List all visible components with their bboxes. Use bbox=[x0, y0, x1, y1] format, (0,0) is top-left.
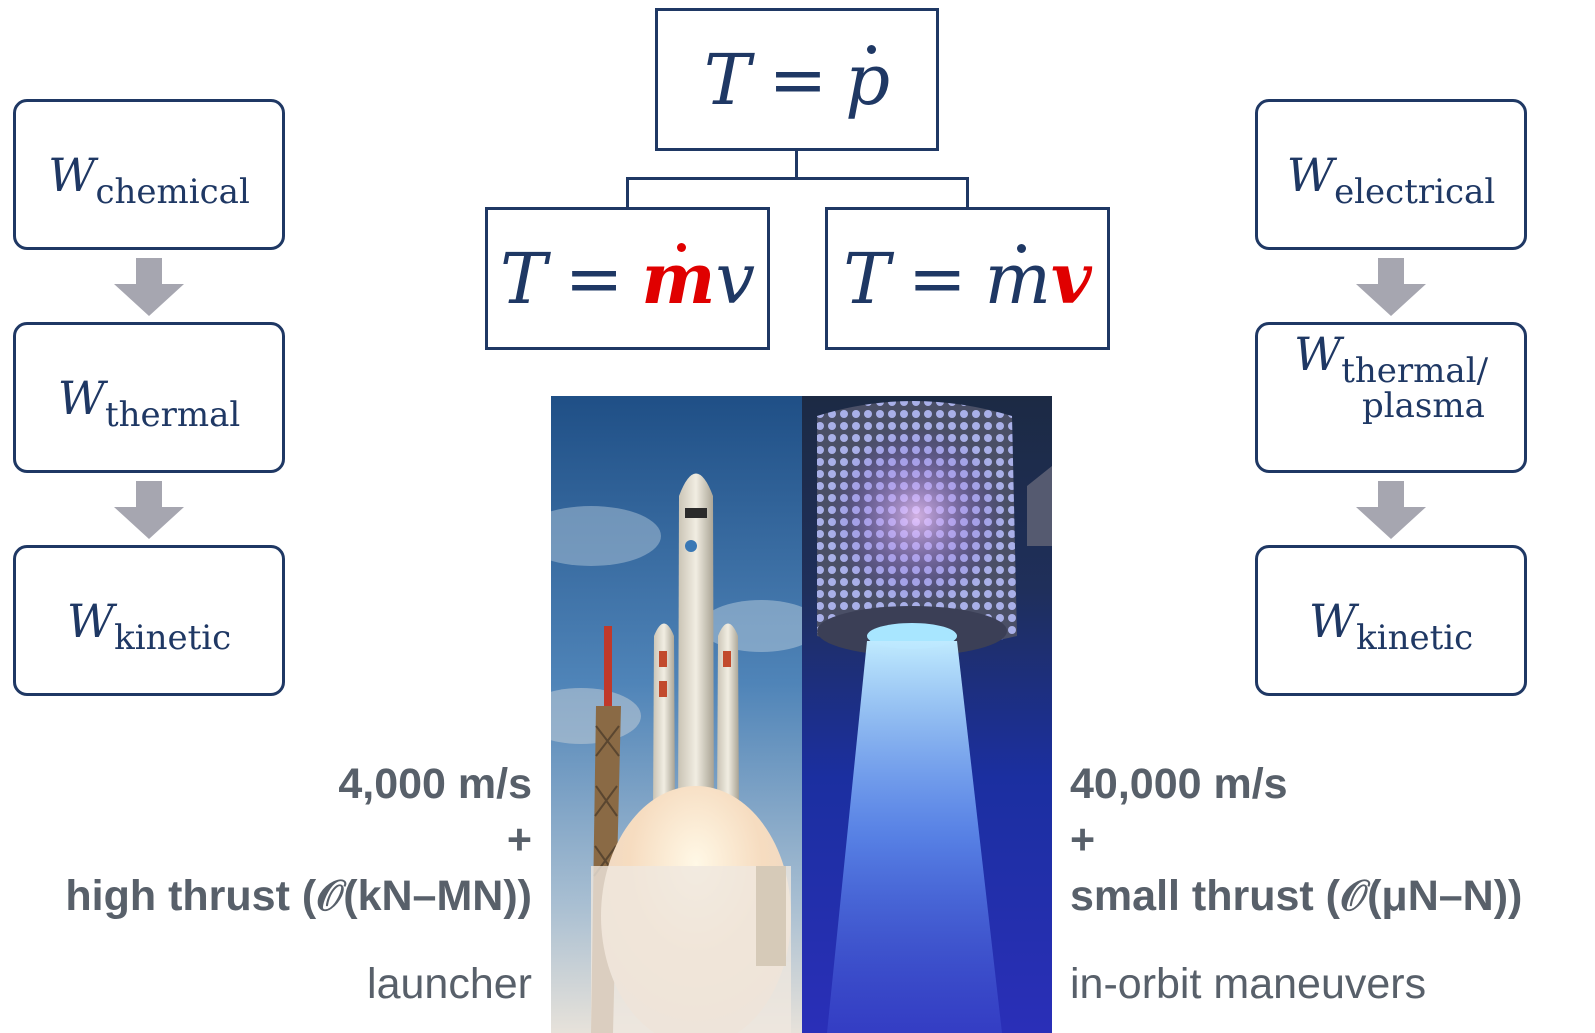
equation-right-op: = bbox=[907, 238, 967, 320]
right-plus-text: + bbox=[1070, 816, 1096, 864]
equation-left: T=mv bbox=[500, 237, 755, 320]
launcher-rocket-photo bbox=[551, 396, 802, 1033]
equation-right-lhs: T bbox=[843, 238, 890, 320]
left-velocity-text: 4,000 m/s bbox=[338, 760, 532, 808]
equation-left-mdot-highlighted: m bbox=[641, 237, 716, 320]
left-chain-label-kinetic: Wkinetic bbox=[66, 593, 231, 658]
equation-box-top: T=p bbox=[655, 8, 939, 151]
equation-right-v-highlighted: v bbox=[1051, 237, 1092, 320]
right-chain-box-thermal-plasma: Wthermal/ plasma bbox=[1255, 322, 1527, 473]
energy-symbol: W bbox=[1286, 147, 1335, 202]
equation-top-lhs: T bbox=[703, 38, 751, 121]
left-chain-label-thermal: Wthermal bbox=[57, 370, 241, 435]
energy-symbol: W bbox=[48, 147, 96, 202]
down-arrow-icon bbox=[1356, 481, 1426, 539]
tree-connector-horizontal bbox=[626, 177, 969, 180]
energy-subscript: chemical bbox=[95, 171, 250, 212]
right-thrust-text: small thrust (𝒪(μN–N)) bbox=[1070, 872, 1523, 920]
tree-connector-left-drop bbox=[626, 177, 629, 209]
energy-subscript: electrical bbox=[1334, 171, 1496, 212]
equation-top: T=p bbox=[704, 39, 890, 121]
equation-right-mdot: m bbox=[984, 238, 1052, 320]
left-plus-text: + bbox=[506, 816, 532, 864]
left-thrust-text: high thrust (𝒪(kN–MN)) bbox=[65, 872, 532, 920]
right-chain-box-electrical: Welectrical bbox=[1255, 99, 1527, 250]
down-arrow-icon bbox=[114, 481, 184, 539]
equation-box-mass-flow: T=mv bbox=[485, 207, 770, 350]
right-velocity-text: 40,000 m/s bbox=[1070, 760, 1288, 808]
left-chain-box-chemical: Wchemical bbox=[13, 99, 285, 250]
energy-subscript: kinetic bbox=[114, 617, 232, 658]
energy-symbol: W bbox=[1293, 327, 1342, 381]
tree-connector-vertical bbox=[795, 151, 798, 179]
down-arrow-icon bbox=[1356, 258, 1426, 316]
equation-top-rhs: p bbox=[845, 38, 891, 121]
down-arrow-icon bbox=[114, 258, 184, 316]
equation-left-op: = bbox=[564, 238, 624, 320]
energy-subscript: thermal bbox=[104, 394, 241, 435]
energy-subscript-line1: thermal/ bbox=[1341, 351, 1489, 391]
left-chain-box-kinetic: Wkinetic bbox=[13, 545, 285, 696]
energy-symbol: W bbox=[1308, 593, 1357, 648]
equation-top-op: = bbox=[768, 38, 828, 121]
equation-left-v: v bbox=[715, 238, 755, 320]
right-chain-label-electrical: Welectrical bbox=[1286, 147, 1495, 212]
energy-subscript: kinetic bbox=[1356, 617, 1474, 658]
right-chain-box-kinetic: Wkinetic bbox=[1255, 545, 1527, 696]
launcher-label: launcher bbox=[367, 960, 532, 1008]
tree-connector-right-drop bbox=[966, 177, 969, 209]
equation-left-lhs: T bbox=[500, 238, 547, 320]
right-chain-label-kinetic: Wkinetic bbox=[1308, 593, 1473, 658]
equation-box-velocity: T=mv bbox=[825, 207, 1110, 350]
left-chain-label-chemical: Wchemical bbox=[48, 147, 250, 212]
in-orbit-maneuvers-label: in-orbit maneuvers bbox=[1070, 960, 1427, 1008]
energy-symbol: W bbox=[57, 370, 105, 425]
ion-thruster-photo bbox=[802, 396, 1052, 1033]
left-chain-box-thermal: Wthermal bbox=[13, 322, 285, 473]
right-chain-label-thermal-plasma: Wthermal/ plasma bbox=[1294, 331, 1488, 423]
energy-subscript-line2: plasma bbox=[1361, 386, 1485, 426]
equation-right: T=mv bbox=[843, 237, 1091, 320]
energy-symbol: W bbox=[66, 593, 115, 648]
